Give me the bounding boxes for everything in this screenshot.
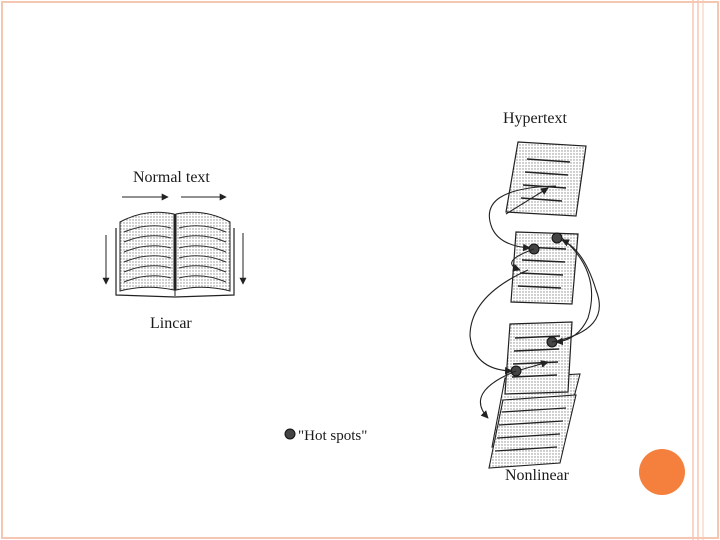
hypertext-page-top — [505, 141, 587, 217]
hyperlink-curves — [469, 185, 600, 419]
linear-label: Lincar — [150, 315, 192, 332]
open-book — [102, 211, 247, 298]
hypertext-page-3 — [504, 321, 573, 395]
nonlinear-label: Nonlinear — [505, 467, 569, 484]
hot-spots-label: "Hot spots" — [298, 428, 368, 444]
accent-circle — [639, 449, 685, 495]
hypertext-label: Hypertext — [503, 110, 567, 127]
hot-spot-legend-icon — [284, 428, 296, 440]
normal-text-label: Normal text — [133, 169, 210, 186]
